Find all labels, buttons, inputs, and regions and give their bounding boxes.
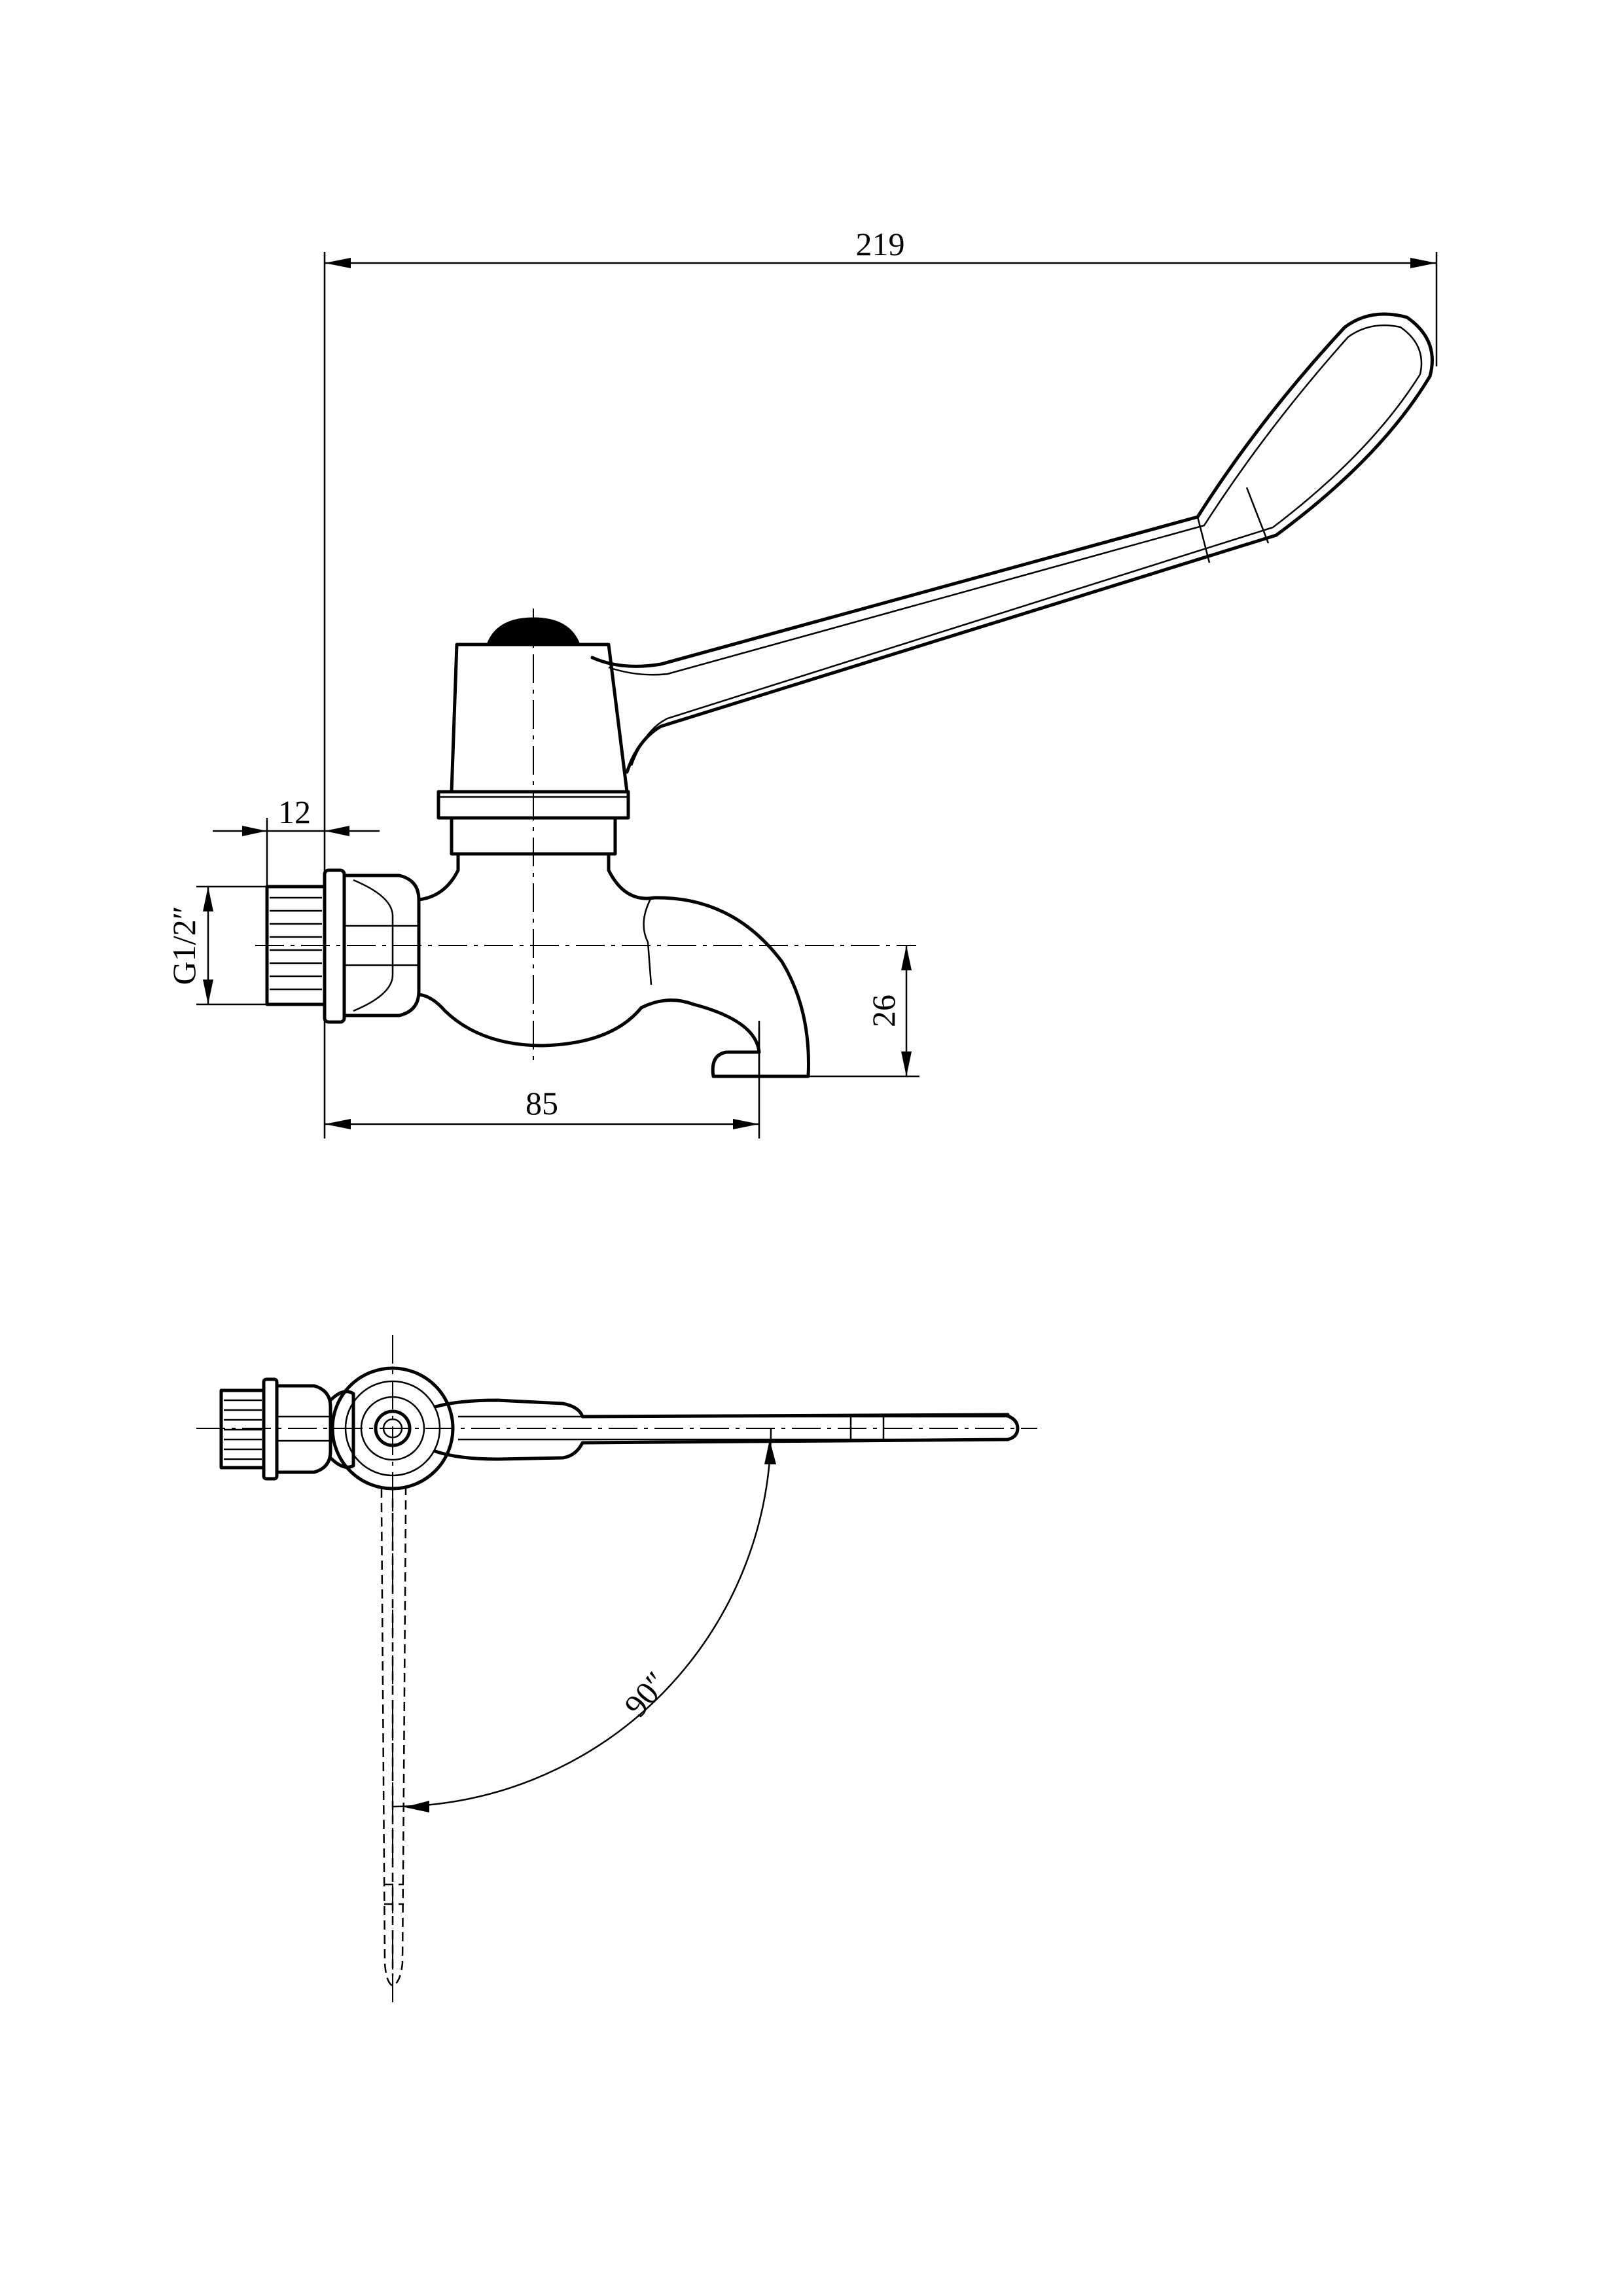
side-view-dimensions: 219 12 G1/2″ 26 85: [166, 226, 1438, 1139]
dim-spout-drop: 26: [865, 995, 902, 1027]
bonnet: [437, 790, 630, 856]
side-view: [255, 312, 1434, 1078]
lever-grip-mark-1: [1196, 516, 1211, 563]
top-threaded-inlet: [219, 1388, 266, 1470]
lever-arm: [590, 312, 1434, 774]
dim-lever-rotation: 90″: [617, 1665, 675, 1723]
top-lever-vertical: [380, 1489, 407, 1987]
handle-cap: [486, 617, 581, 646]
lever-arm-inner: [608, 324, 1423, 766]
valve-body: [417, 852, 810, 1078]
top-view: 90″: [196, 1335, 1037, 2002]
hex-nut: [323, 868, 421, 1024]
handle-head: [450, 643, 629, 794]
top-body: [329, 1390, 355, 1469]
top-lever-horizontal: [433, 1398, 1020, 1461]
top-hex-nut: [275, 1384, 332, 1474]
spout-inner-line: [643, 897, 652, 985]
lever-grip-mark-2: [1245, 487, 1270, 544]
dim-overall-length: 219: [856, 226, 905, 262]
top-body-circle: [330, 1366, 455, 1491]
dim-rotation-arc: [392, 1428, 772, 1808]
dim-thread-size: G1/2″: [166, 906, 202, 985]
dim-spout-reach: 85: [526, 1085, 558, 1122]
top-spindle: [374, 1409, 412, 1447]
dim-thread-length: 12: [278, 794, 311, 830]
